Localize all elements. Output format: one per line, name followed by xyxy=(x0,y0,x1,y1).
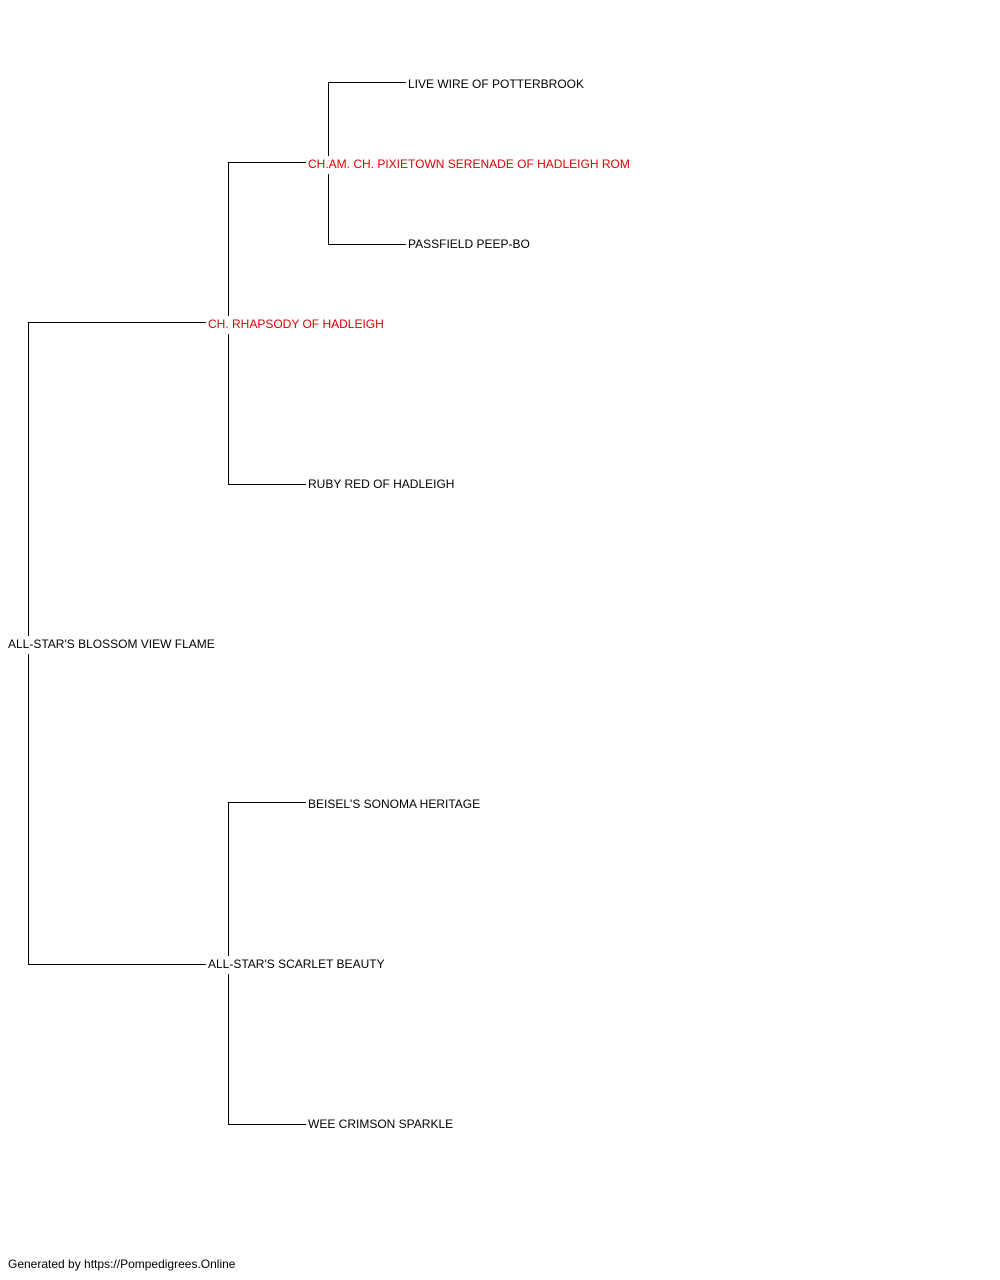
connector-subject-dam xyxy=(28,654,206,965)
connector-sire-sire-sire xyxy=(228,162,306,316)
connector-sire-sire-sire-dam xyxy=(328,174,406,245)
node-dam-sire: BEISEL'S SONOMA HERITAGE xyxy=(308,797,481,811)
connector-dam-dam-dam xyxy=(228,974,306,1125)
connector-dam-dam-sire xyxy=(228,802,306,956)
node-sire-sire-sire: LIVE WIRE OF POTTERBROOK xyxy=(408,77,585,91)
node-subject: ALL-STAR'S BLOSSOM VIEW FLAME xyxy=(8,637,215,651)
node-sire-sire: CH.AM. CH. PIXIETOWN SERENADE OF HADLEIG… xyxy=(308,157,630,171)
node-dam-dam: WEE CRIMSON SPARKLE xyxy=(308,1117,454,1131)
node-sire: CH. RHAPSODY OF HADLEIGH xyxy=(208,317,384,331)
connector-sire-sire-sire-sire xyxy=(328,82,406,156)
generator-credit: Generated by https://Pompedigrees.Online xyxy=(8,1257,236,1271)
node-dam: ALL-STAR'S SCARLET BEAUTY xyxy=(208,957,385,971)
connector-subject-sire xyxy=(28,322,206,636)
connector-sire-sire-dam xyxy=(228,334,306,485)
node-sire-sire-dam: PASSFIELD PEEP-BO xyxy=(408,237,530,251)
node-sire-dam: RUBY RED OF HADLEIGH xyxy=(308,477,455,491)
